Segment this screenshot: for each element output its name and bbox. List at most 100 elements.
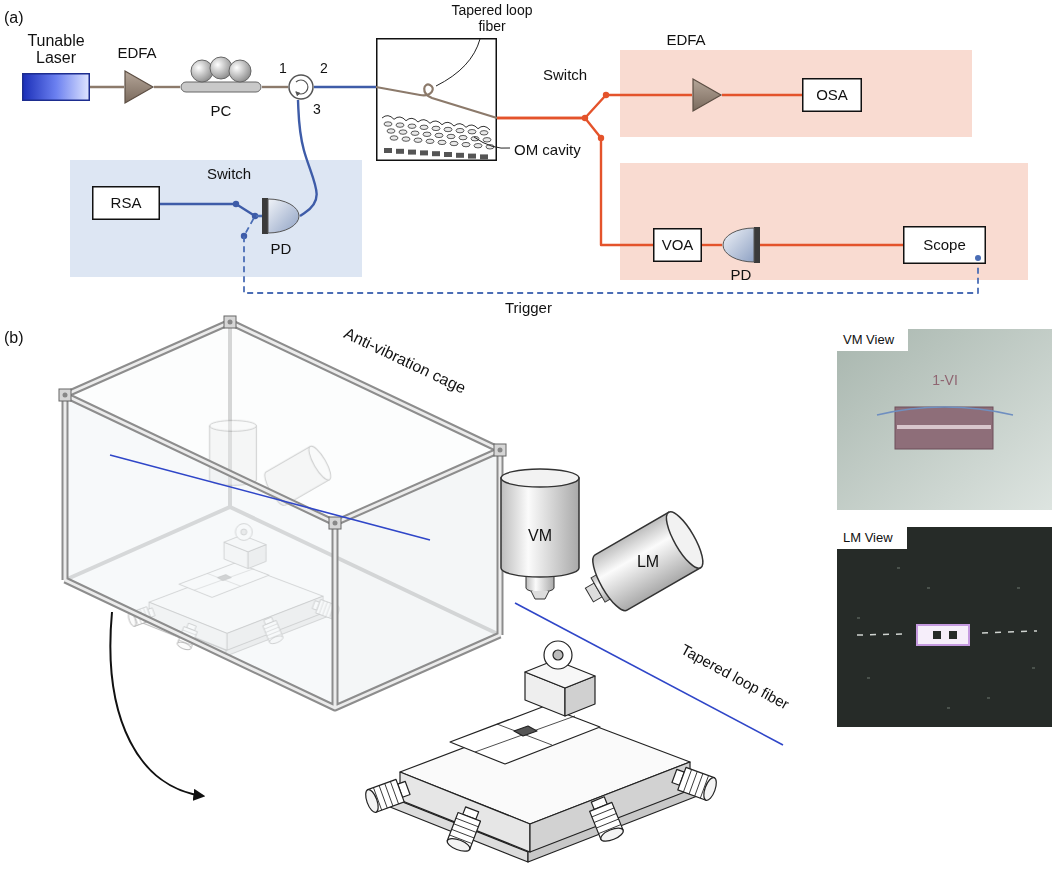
crystal-hole — [414, 138, 422, 142]
connector-label: Trigger — [505, 299, 575, 317]
instrument-outline — [803, 79, 862, 112]
laser-source: Tunable Laser — [22, 73, 90, 101]
crystal-hole — [399, 130, 407, 134]
detector-dome — [268, 199, 299, 233]
fiber-connector — [702, 244, 722, 246]
crystal-trench — [468, 154, 476, 159]
fiber-connector — [298, 100, 317, 216]
component-label: EDFA — [659, 31, 713, 49]
photodetector-symbol: PD — [722, 227, 760, 263]
amplifier-triangle — [693, 79, 721, 111]
microscope-body: LM — [585, 505, 710, 620]
crystal-hole — [483, 138, 491, 142]
amplifier-triangle — [125, 71, 153, 103]
leader-line — [474, 137, 510, 148]
view-title: LM View — [837, 527, 907, 549]
crystal-trench — [384, 148, 392, 153]
crystal-hole — [444, 127, 452, 131]
circulator-arrow — [296, 80, 308, 94]
crystal-hole — [456, 128, 464, 132]
camera-image — [837, 329, 1052, 510]
component-label: OM cavity — [514, 141, 594, 159]
component-label: 3 — [311, 101, 323, 118]
fiber-line — [110, 455, 430, 540]
component-label: VOA — [662, 236, 694, 254]
paddle — [210, 57, 232, 79]
camera-view-shape — [837, 527, 1052, 727]
device-frame — [377, 39, 497, 161]
crystal-hole — [384, 122, 392, 126]
component-label: OSA — [816, 86, 848, 104]
paddle — [191, 60, 213, 82]
camera-view: VM View 1-VI — [837, 329, 1052, 510]
chip-glow — [917, 625, 969, 645]
crystal-hole — [390, 136, 398, 140]
component-label: VM — [500, 526, 580, 545]
crystal-trench — [456, 153, 464, 158]
laser-body — [23, 74, 90, 101]
component-label: LM — [618, 552, 678, 571]
microscope-tube — [501, 478, 579, 577]
figure-label: (b) — [4, 328, 44, 347]
crystal-hole — [459, 135, 467, 139]
instrument-box: Scope — [903, 226, 986, 264]
trigger-line — [244, 216, 978, 293]
leader-line — [436, 39, 480, 86]
fiber-connector — [497, 95, 692, 118]
fiber-connector — [262, 86, 288, 88]
figure-label: Tapered loop fiber — [652, 626, 819, 727]
crystal-hole — [447, 134, 455, 138]
crystal-hole — [480, 131, 488, 135]
crystal-trench — [420, 150, 428, 155]
trigger-port — [975, 255, 981, 261]
instrument-outline — [93, 187, 160, 220]
circulator-symbol: 123 — [288, 74, 314, 100]
amplifier-symbol-shape — [692, 78, 722, 112]
objective-tip — [531, 591, 549, 599]
fiber-connector — [154, 86, 180, 88]
fiber-connector — [314, 86, 376, 88]
photonic-crystal — [382, 116, 494, 160]
fiber-glint — [982, 631, 1037, 633]
crystal-trench — [396, 149, 404, 154]
tapered-fiber — [376, 84, 497, 118]
speckle — [857, 617, 860, 619]
speckle — [1032, 667, 1035, 669]
fiber-connector — [722, 94, 802, 96]
camera-image — [837, 527, 1052, 727]
detector-dome — [723, 228, 754, 262]
crystal-hole — [468, 130, 476, 134]
amplifier-symbol-shape — [124, 70, 154, 104]
crystal-hole — [474, 144, 482, 148]
component-label: PD — [261, 240, 301, 258]
instrument-box: VOA — [653, 228, 702, 262]
fiber-connector — [497, 118, 653, 245]
component-label: Scope — [923, 236, 966, 254]
chip-slot — [897, 425, 991, 429]
chip-image — [895, 407, 993, 449]
component-label: 1 — [277, 60, 289, 77]
component-label: 1-VI — [905, 372, 985, 389]
crystal-hole — [423, 132, 431, 136]
figure-label: Switch — [207, 165, 263, 183]
crystal-trench — [432, 151, 440, 156]
component-label: PD — [721, 266, 761, 284]
polarization-controller: PC — [180, 58, 262, 94]
device-box-shape — [376, 38, 497, 161]
crystal-trench — [480, 154, 488, 159]
polarization-controller-shape — [180, 58, 262, 94]
microscope-end — [660, 507, 709, 572]
crystal-hole — [450, 141, 458, 145]
circulator-ring — [289, 75, 313, 99]
crystal-edge — [382, 116, 490, 130]
fiber-glint — [857, 634, 907, 635]
microscope-tilted — [573, 507, 709, 622]
photodetector-symbol-shape — [722, 227, 760, 263]
zoom-arrow — [110, 612, 203, 796]
photodetector-symbol-shape — [262, 198, 300, 234]
microscope-top — [501, 469, 579, 487]
speckle — [987, 697, 990, 699]
view-title: VM View — [837, 329, 908, 351]
crystal-trench — [444, 152, 452, 157]
crystal-hole — [408, 124, 416, 128]
